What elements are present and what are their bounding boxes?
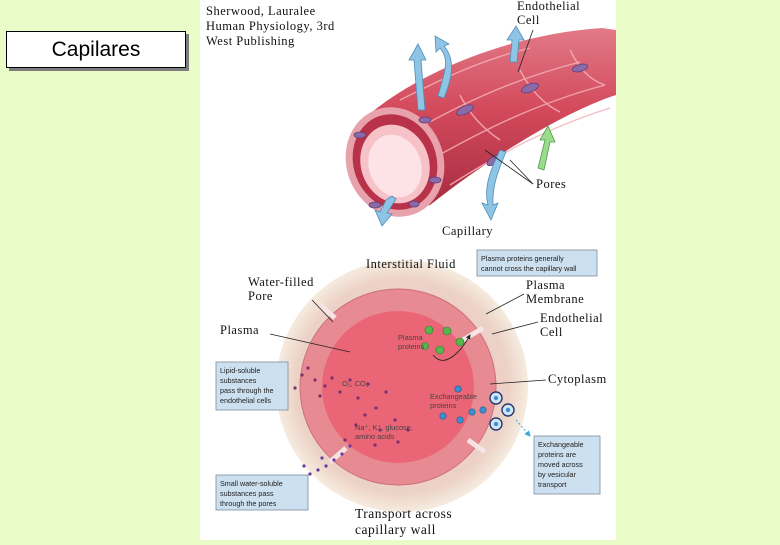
cytoplasm-label: Cytoplasm [548, 372, 607, 386]
pore-dots [302, 444, 352, 476]
capillary-diagram: Sherwood, Lauralee Human Physiology, 3rd… [206, 0, 616, 537]
exchangeable-proteins-label-1: Exchangeable [430, 392, 477, 401]
plasma-membrane-label-1: Plasma [526, 278, 565, 292]
exchangeable-proteins-note: Exchangeable proteins are moved across b… [533, 435, 601, 495]
plasma-label: Plasma [220, 323, 259, 337]
transport-caption-1: Transport across [355, 506, 452, 521]
o2-co2-label: O₂, CO₂ [342, 379, 369, 388]
plasma-proteins-note: Plasma proteins generally cannot cross t… [476, 249, 598, 277]
citation-line-1: Sherwood, Lauralee [206, 4, 316, 18]
svg-text:substances: substances [220, 376, 257, 385]
ions-label-2: amino acids [355, 432, 395, 441]
svg-text:pass through the: pass through the [220, 386, 274, 395]
plasma-membrane-label-2: Membrane [526, 292, 584, 306]
transport-caption-2: capillary wall [355, 522, 436, 537]
diffusion-arrows [374, 25, 525, 227]
svg-text:cannot cross the capillary wal: cannot cross the capillary wall [481, 264, 577, 273]
svg-text:endothelial cells: endothelial cells [220, 396, 272, 405]
svg-text:moved across: moved across [538, 460, 583, 469]
svg-text:transport: transport [538, 480, 566, 489]
citation-line-3: West Publishing [206, 34, 295, 48]
pores-label: Pores [536, 177, 566, 191]
exchangeable-proteins-label-2: proteins [430, 401, 457, 410]
svg-text:Plasma proteins generally: Plasma proteins generally [481, 254, 564, 263]
capillary-figure: Sherwood, Lauralee Human Physiology, 3rd… [200, 0, 616, 540]
capillary-caption: Capillary [442, 224, 493, 238]
svg-text:by vesicular: by vesicular [538, 470, 577, 479]
lipid-soluble-note: Lipid-soluble substances pass through th… [215, 361, 289, 411]
capillary-tube-illustration [345, 28, 616, 217]
interstitial-fluid-label: Interstitial Fluid [366, 257, 456, 271]
plasma-proteins-label-1: Plasma [398, 333, 424, 342]
svg-text:proteins are: proteins are [538, 450, 576, 459]
svg-text:Exchangeable: Exchangeable [538, 440, 584, 449]
endothelial-label-1: Endothelial [540, 311, 603, 325]
water-pore-label-1: Water-filled [248, 275, 314, 289]
svg-text:substances pass: substances pass [220, 489, 274, 498]
endothelial-label-2: Cell [540, 325, 563, 339]
svg-text:Small water-soluble: Small water-soluble [220, 479, 283, 488]
citation-line-2: Human Physiology, 3rd [206, 19, 335, 33]
lipid-soluble-dots [293, 366, 410, 447]
slide-title: Capilares [6, 31, 186, 68]
ions-label-1: Na⁺, K⁺, glucose, [355, 423, 413, 432]
water-pore-label-2: Pore [248, 289, 273, 303]
tube-endothelial-label-1: Endothelial [517, 0, 580, 13]
plasma-proteins-label-2: proteins [398, 342, 425, 351]
exchangeable-protein-dots [439, 385, 487, 424]
tube-endothelial-label-2: Cell [517, 13, 540, 27]
plasma-protein-dots [421, 325, 465, 355]
svg-text:Lipid-soluble: Lipid-soluble [220, 366, 260, 375]
small-water-soluble-note: Small water-soluble substances pass thro… [215, 474, 309, 511]
svg-text:through the pores: through the pores [220, 499, 277, 508]
